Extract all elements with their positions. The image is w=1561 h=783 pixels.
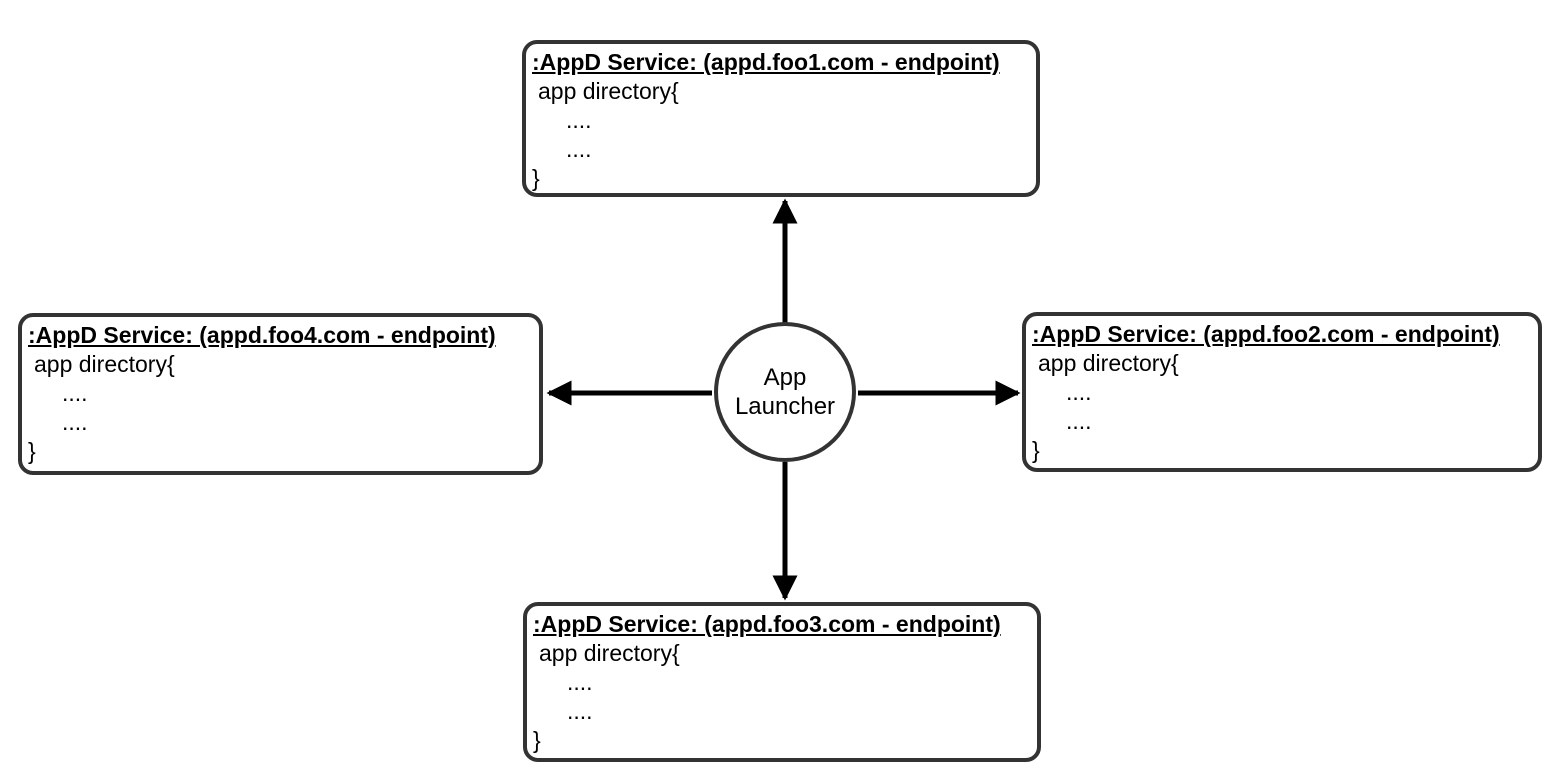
service-node-body-line: .... <box>1066 408 1092 434</box>
service-node-body-line: .... <box>567 669 593 695</box>
service-node-title: :AppD Service: (appd.foo4.com - endpoint… <box>28 322 496 348</box>
service-node-body-line: } <box>28 438 36 464</box>
service-node-foo3: :AppD Service: (appd.foo3.com - endpoint… <box>523 602 1041 762</box>
service-node-body-line: .... <box>1066 379 1092 405</box>
service-node-body-line: app directory{ <box>538 78 679 104</box>
service-node-foo2: :AppD Service: (appd.foo2.com - endpoint… <box>1022 312 1542 472</box>
service-node-title: :AppD Service: (appd.foo1.com - endpoint… <box>532 49 1000 75</box>
service-node-title: :AppD Service: (appd.foo3.com - endpoint… <box>533 611 1001 637</box>
service-node-body-line: .... <box>62 409 88 435</box>
app-launcher-label-line2: Launcher <box>734 393 836 420</box>
service-node-body-line: app directory{ <box>1038 350 1179 376</box>
service-node-body-line: .... <box>566 136 592 162</box>
app-launcher-node: App Launcher <box>714 322 856 462</box>
service-node-title: :AppD Service: (appd.foo2.com - endpoint… <box>1032 321 1500 347</box>
service-node-body-line: .... <box>567 698 593 724</box>
service-node-body-line: .... <box>566 107 592 133</box>
service-node-body-line: } <box>533 727 541 753</box>
service-node-foo4: :AppD Service: (appd.foo4.com - endpoint… <box>18 313 543 475</box>
service-node-body-line: } <box>1032 437 1040 463</box>
service-node-body-line: .... <box>62 380 88 406</box>
service-node-body-line: app directory{ <box>539 640 680 666</box>
service-node-body-line: app directory{ <box>34 351 175 377</box>
service-node-foo1: :AppD Service: (appd.foo1.com - endpoint… <box>522 40 1040 197</box>
service-node-body-line: } <box>532 165 540 191</box>
app-launcher-label-line1: App <box>763 364 807 391</box>
